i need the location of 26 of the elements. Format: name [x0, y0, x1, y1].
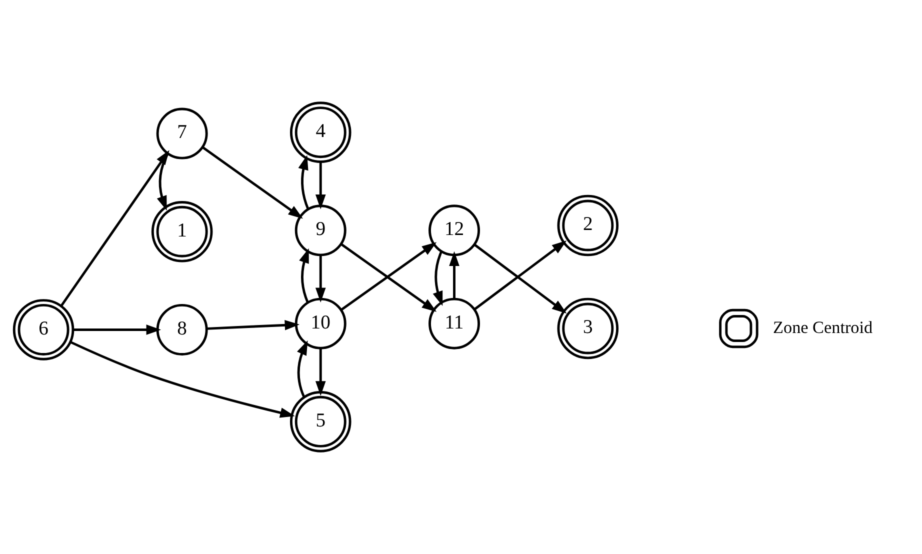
arrow — [315, 348, 326, 396]
node-circle: 3 — [557, 298, 619, 360]
arrow — [449, 251, 460, 299]
arrow — [70, 340, 295, 418]
node-circle: 4 — [290, 102, 352, 163]
arrow — [432, 251, 443, 306]
node-circle: 1 — [151, 200, 213, 262]
arrow — [60, 150, 170, 307]
arrow — [315, 255, 326, 303]
node-circle: 6 — [12, 299, 74, 360]
node-circle: 2 — [557, 194, 619, 256]
node-circle: 5 — [290, 391, 352, 452]
arrow — [202, 146, 303, 219]
node-circle: 9 — [294, 204, 346, 256]
node-circle: 12 — [428, 204, 480, 256]
arrow — [298, 155, 310, 210]
node-circle: 7 — [156, 108, 208, 160]
node-circle: 8 — [156, 304, 208, 356]
node-circle: 10 — [294, 298, 346, 350]
arrow — [206, 320, 300, 330]
legend-label: Zone Centroid — [773, 318, 873, 338]
arrow — [315, 162, 326, 210]
arrow — [299, 248, 309, 303]
arrow — [73, 324, 162, 335]
node-circle: 11 — [428, 298, 480, 350]
arrow — [297, 340, 308, 398]
